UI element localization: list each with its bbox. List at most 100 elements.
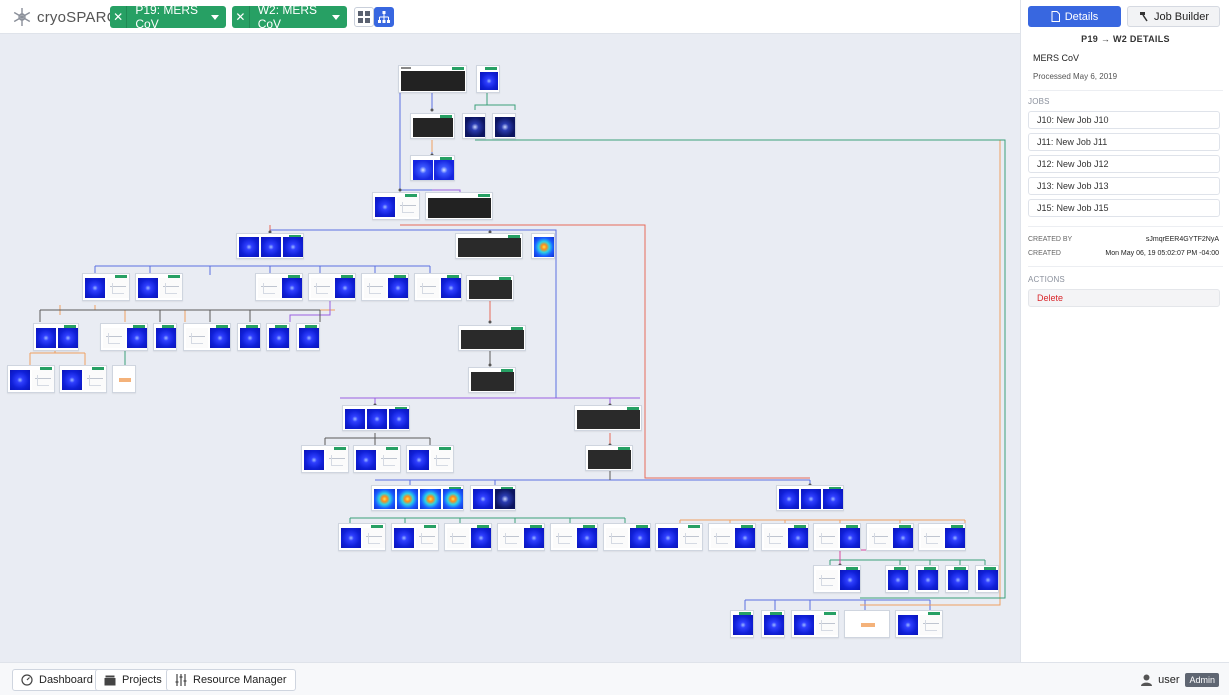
job-card[interactable]	[135, 273, 183, 301]
resource-manager-button[interactable]: Resource Manager	[166, 669, 296, 691]
job-card[interactable]	[975, 565, 999, 593]
job-card[interactable]	[266, 323, 290, 351]
job-card[interactable]	[183, 323, 231, 351]
job-card[interactable]	[353, 445, 401, 473]
tab-job-builder-label: Job Builder	[1153, 10, 1210, 23]
created-label: CREATED	[1028, 250, 1061, 257]
created-by-value: sJmqrEER4GYTF2NyA	[1145, 236, 1219, 243]
job-card[interactable]	[100, 323, 148, 351]
job-card[interactable]	[574, 405, 642, 431]
app-logo[interactable]: cryoSPARC	[12, 7, 118, 27]
top-bar: cryoSPARC ✕ P19: MERS CoV ✕ W2: MERS CoV	[0, 0, 1020, 34]
job-card[interactable]	[466, 275, 514, 301]
job-card[interactable]	[791, 610, 839, 638]
job-card[interactable]	[866, 523, 914, 551]
job-tree-edges	[29, 93, 1006, 610]
job-card[interactable]	[918, 523, 966, 551]
job-card[interactable]	[410, 155, 455, 181]
job-card[interactable]	[462, 113, 486, 139]
job-card[interactable]	[361, 273, 409, 301]
job-card[interactable]	[455, 233, 523, 259]
job-card[interactable]	[398, 65, 467, 93]
job-card[interactable]	[776, 485, 844, 511]
job-card[interactable]	[550, 523, 598, 551]
job-card[interactable]	[33, 323, 79, 351]
job-card[interactable]	[458, 325, 526, 351]
job-list-item[interactable]: J13: New Job J13	[1028, 177, 1220, 195]
grid-view-button[interactable]	[354, 7, 374, 27]
dashboard-button[interactable]: Dashboard	[12, 669, 102, 691]
job-card[interactable]	[761, 610, 785, 638]
job-list-item[interactable]: J12: New Job J12	[1028, 155, 1220, 173]
job-list-item[interactable]: J10: New Job J10	[1028, 111, 1220, 129]
tab-details-label: Details	[1064, 10, 1099, 23]
tab-details[interactable]: Details	[1028, 6, 1121, 27]
job-card[interactable]	[414, 273, 462, 301]
job-card[interactable]	[844, 610, 890, 638]
job-card[interactable]	[59, 365, 107, 393]
job-card[interactable]	[708, 523, 756, 551]
job-card[interactable]	[406, 445, 454, 473]
processed-date: Processed May 6, 2019	[1033, 72, 1118, 81]
job-card[interactable]	[237, 323, 261, 351]
user-menu[interactable]: user Admin	[1141, 673, 1219, 687]
job-card[interactable]	[603, 523, 651, 551]
footer-bar: Dashboard Projects Resource Manager user…	[0, 662, 1229, 695]
job-card[interactable]	[492, 113, 516, 139]
job-card[interactable]	[82, 273, 130, 301]
job-tree-canvas[interactable]	[0, 35, 1020, 662]
projects-icon	[104, 675, 116, 685]
job-card[interactable]	[497, 523, 545, 551]
job-card[interactable]	[655, 523, 703, 551]
job-card[interactable]	[730, 610, 754, 638]
job-card[interactable]	[308, 273, 356, 301]
job-card[interactable]	[761, 523, 809, 551]
panel-title: P19 → W2 DETAILS	[1081, 34, 1170, 44]
close-icon[interactable]: ✕	[110, 6, 128, 28]
job-card[interactable]	[391, 523, 439, 551]
job-card[interactable]	[895, 610, 943, 638]
chevron-down-icon[interactable]	[332, 14, 340, 20]
projects-button[interactable]: Projects	[95, 669, 171, 691]
job-card[interactable]	[371, 485, 464, 511]
job-card[interactable]	[372, 192, 420, 220]
job-card[interactable]	[410, 113, 455, 139]
job-card[interactable]	[585, 445, 633, 471]
job-card[interactable]	[813, 565, 861, 593]
dashboard-icon	[21, 674, 33, 686]
actions-section-label: ACTIONS	[1028, 275, 1065, 284]
job-card[interactable]	[885, 565, 909, 593]
job-card[interactable]	[945, 565, 969, 593]
job-card[interactable]	[236, 233, 304, 259]
job-card[interactable]	[470, 485, 516, 511]
chevron-down-icon[interactable]	[211, 14, 219, 20]
job-card[interactable]	[468, 367, 516, 393]
created-by-label: CREATED BY	[1028, 236, 1073, 243]
job-card[interactable]	[338, 523, 386, 551]
job-card[interactable]	[425, 192, 493, 220]
divider	[1028, 90, 1223, 91]
job-card[interactable]	[444, 523, 492, 551]
tree-view-button[interactable]	[374, 7, 394, 27]
breadcrumb-project-label: P19: MERS CoV	[135, 3, 199, 31]
breadcrumb-project[interactable]: ✕ P19: MERS CoV	[110, 3, 226, 31]
close-icon[interactable]: ✕	[232, 6, 250, 28]
job-card[interactable]	[342, 405, 410, 431]
breadcrumb-workspace[interactable]: ✕ W2: MERS CoV	[232, 3, 347, 31]
job-list-item[interactable]: J15: New Job J15	[1028, 199, 1220, 217]
job-card[interactable]	[476, 65, 500, 93]
job-card[interactable]	[296, 323, 320, 351]
job-card[interactable]	[112, 365, 136, 393]
job-card[interactable]	[531, 233, 555, 259]
job-card[interactable]	[915, 565, 939, 593]
job-list-item[interactable]: J11: New Job J11	[1028, 133, 1220, 151]
delete-button[interactable]: Delete	[1028, 289, 1220, 307]
job-card[interactable]	[153, 323, 177, 351]
job-card[interactable]	[301, 445, 349, 473]
job-card[interactable]	[255, 273, 303, 301]
projects-label: Projects	[122, 674, 162, 686]
job-card[interactable]	[813, 523, 861, 551]
details-panel: Details Job Builder P19 → W2 DETAILS MER…	[1020, 0, 1229, 662]
job-card[interactable]	[7, 365, 55, 393]
tab-job-builder[interactable]: Job Builder	[1127, 6, 1220, 27]
